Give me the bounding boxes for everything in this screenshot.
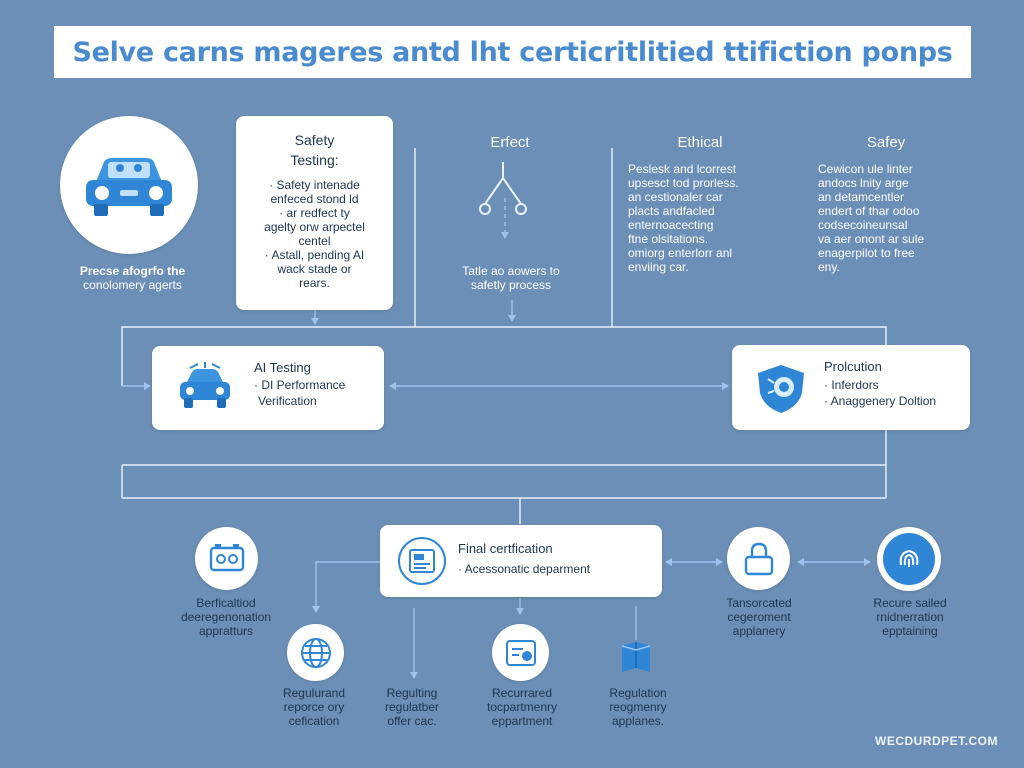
fingerprint-icon	[883, 533, 935, 585]
page-title: Selve carns mageres antd lht certicritli…	[72, 36, 953, 68]
safey-heading: Safey	[866, 134, 906, 151]
bottom-node-2	[877, 527, 941, 591]
title-banner: Selve carns mageres antd lht certicritli…	[54, 26, 971, 78]
checklist-icon	[505, 639, 536, 666]
ai-testing-text: AI Testing · DI Performance Verification	[254, 360, 346, 408]
safety-testing-title: Safety Testing:	[290, 132, 339, 168]
upper-frame-line	[121, 326, 887, 386]
effect-caption: Tatle ao aowers to safetly process	[462, 264, 560, 292]
footer-brand: WECDURDPET.COM	[875, 734, 998, 748]
dashboard-icon	[209, 543, 244, 571]
car-circle	[60, 116, 198, 254]
car-icon	[86, 158, 172, 216]
bottom-node-1	[727, 527, 790, 590]
ethical-heading: Ethical	[677, 134, 723, 151]
bottom-node-0	[195, 527, 258, 590]
final-certification-card: Final certfication · Acessonatic deparme…	[380, 525, 662, 597]
bottom-node-2-caption: Recure sailed rnidnerration epptaining	[873, 596, 947, 638]
safey-body: Cewicon ule linter andocs lnity arge an …	[818, 162, 925, 274]
shield-icon	[758, 365, 804, 413]
globe-icon	[300, 637, 331, 668]
car-circle-caption: Precse afogrfo the conolomery agerts	[40, 264, 225, 292]
branch-icon	[479, 162, 527, 215]
lowest-node-0-caption: Regulurand reporce ory cefication	[282, 686, 346, 728]
lowest-node-2-caption: Recurrared tocpartmenry eppartment	[486, 686, 558, 728]
bottom-node-1-caption: Tansorcated cegeroment applanery	[726, 596, 792, 638]
lowest-node-0	[287, 624, 344, 681]
prolcution-text: Prolcution · Inferdors · Anaggenery Dolt…	[824, 359, 937, 408]
ai-testing-card: AI Testing · DI Performance Verification	[152, 346, 384, 430]
effect-heading: Erfect	[490, 134, 530, 151]
final-certification-text: Final certfication · Acessonatic deparme…	[458, 541, 591, 576]
document-icon	[398, 537, 446, 585]
ethical-body: Peslesk and lcorrest upsesct tod prorles…	[628, 162, 739, 274]
caption-line: conolomery agerts	[83, 278, 182, 292]
car-icon	[180, 362, 230, 408]
lowest-node-1-caption: Regulting regulatber offer cac.	[384, 686, 440, 728]
prolcution-card: Prolcution · Inferdors · Anaggenery Dolt…	[732, 345, 970, 430]
lock-icon	[744, 542, 773, 575]
arrow	[312, 561, 380, 613]
book-icon	[621, 642, 651, 672]
caption-line: Precse afogrfo the	[79, 264, 186, 278]
safety-testing-card: Safety Testing: · Safety intenade enfece…	[236, 116, 393, 310]
safety-testing-body: · Safety intenade enfeced stond ld · ar …	[264, 178, 365, 290]
lowest-node-2	[492, 624, 549, 681]
lowest-node-3-caption: Regulation reogmenry applanes.	[609, 686, 667, 728]
bottom-node-0-caption: Berficaltiod deeregenonation appratturs	[180, 596, 272, 638]
